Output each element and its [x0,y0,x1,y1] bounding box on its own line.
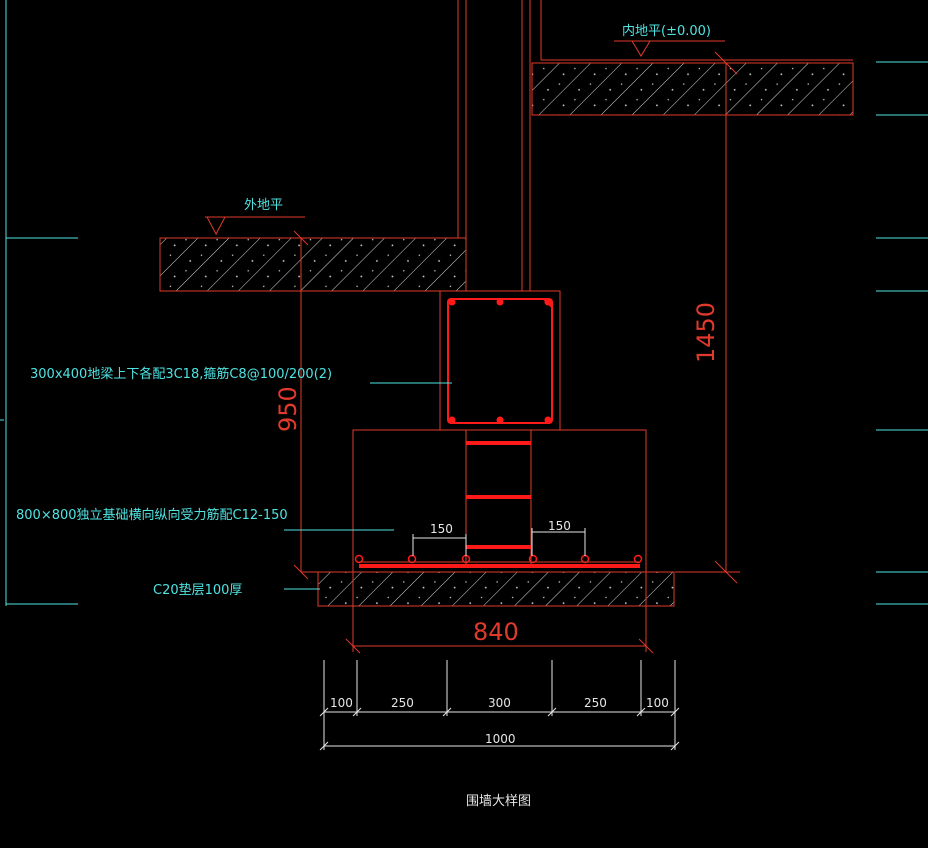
ground-beam-annotation: 300x400地梁上下各配3C18,箍筋C8@100/200(2) [30,366,332,382]
edge-150-dims [412,528,586,556]
dim-840 [345,572,654,654]
inner-floor-slab [531,62,854,116]
seg-100-left-label: 100 [330,696,353,710]
edge-150-right-label: 150 [548,519,571,533]
footing [352,429,647,573]
seg-250-left-label: 250 [391,696,414,710]
dim-950 [293,230,318,580]
segment-dims [319,660,680,751]
drawing-title: 围墙大样图 [466,794,531,809]
cushion-layer [317,571,675,607]
wall-outline [457,0,853,291]
dim-840-label: 840 [473,618,519,646]
outer-ground-slab [159,237,467,292]
right-reference-lines [876,61,928,605]
inner-grade-label: 内地平(±0.00) [622,23,711,39]
ground-beam [439,290,561,431]
inner-grade-marker [614,40,725,57]
seg-250-right-label: 250 [584,696,607,710]
seg-300-label: 300 [488,696,511,710]
outer-grade-marker [205,216,305,236]
cushion-annotation: C20垫层100厚 [153,582,242,598]
total-1000-label: 1000 [485,732,516,746]
left-reference-lines [0,0,78,606]
seg-100-right-label: 100 [646,696,669,710]
footing-annotation: 800×800独立基础横向纵向受力筋配C12-150 [16,507,288,523]
dim-950-label: 950 [274,386,302,432]
edge-150-left-label: 150 [430,522,453,536]
dim-1450-label: 1450 [692,302,720,363]
dim-1450 [675,51,740,584]
outer-grade-label: 外地平 [244,198,283,213]
